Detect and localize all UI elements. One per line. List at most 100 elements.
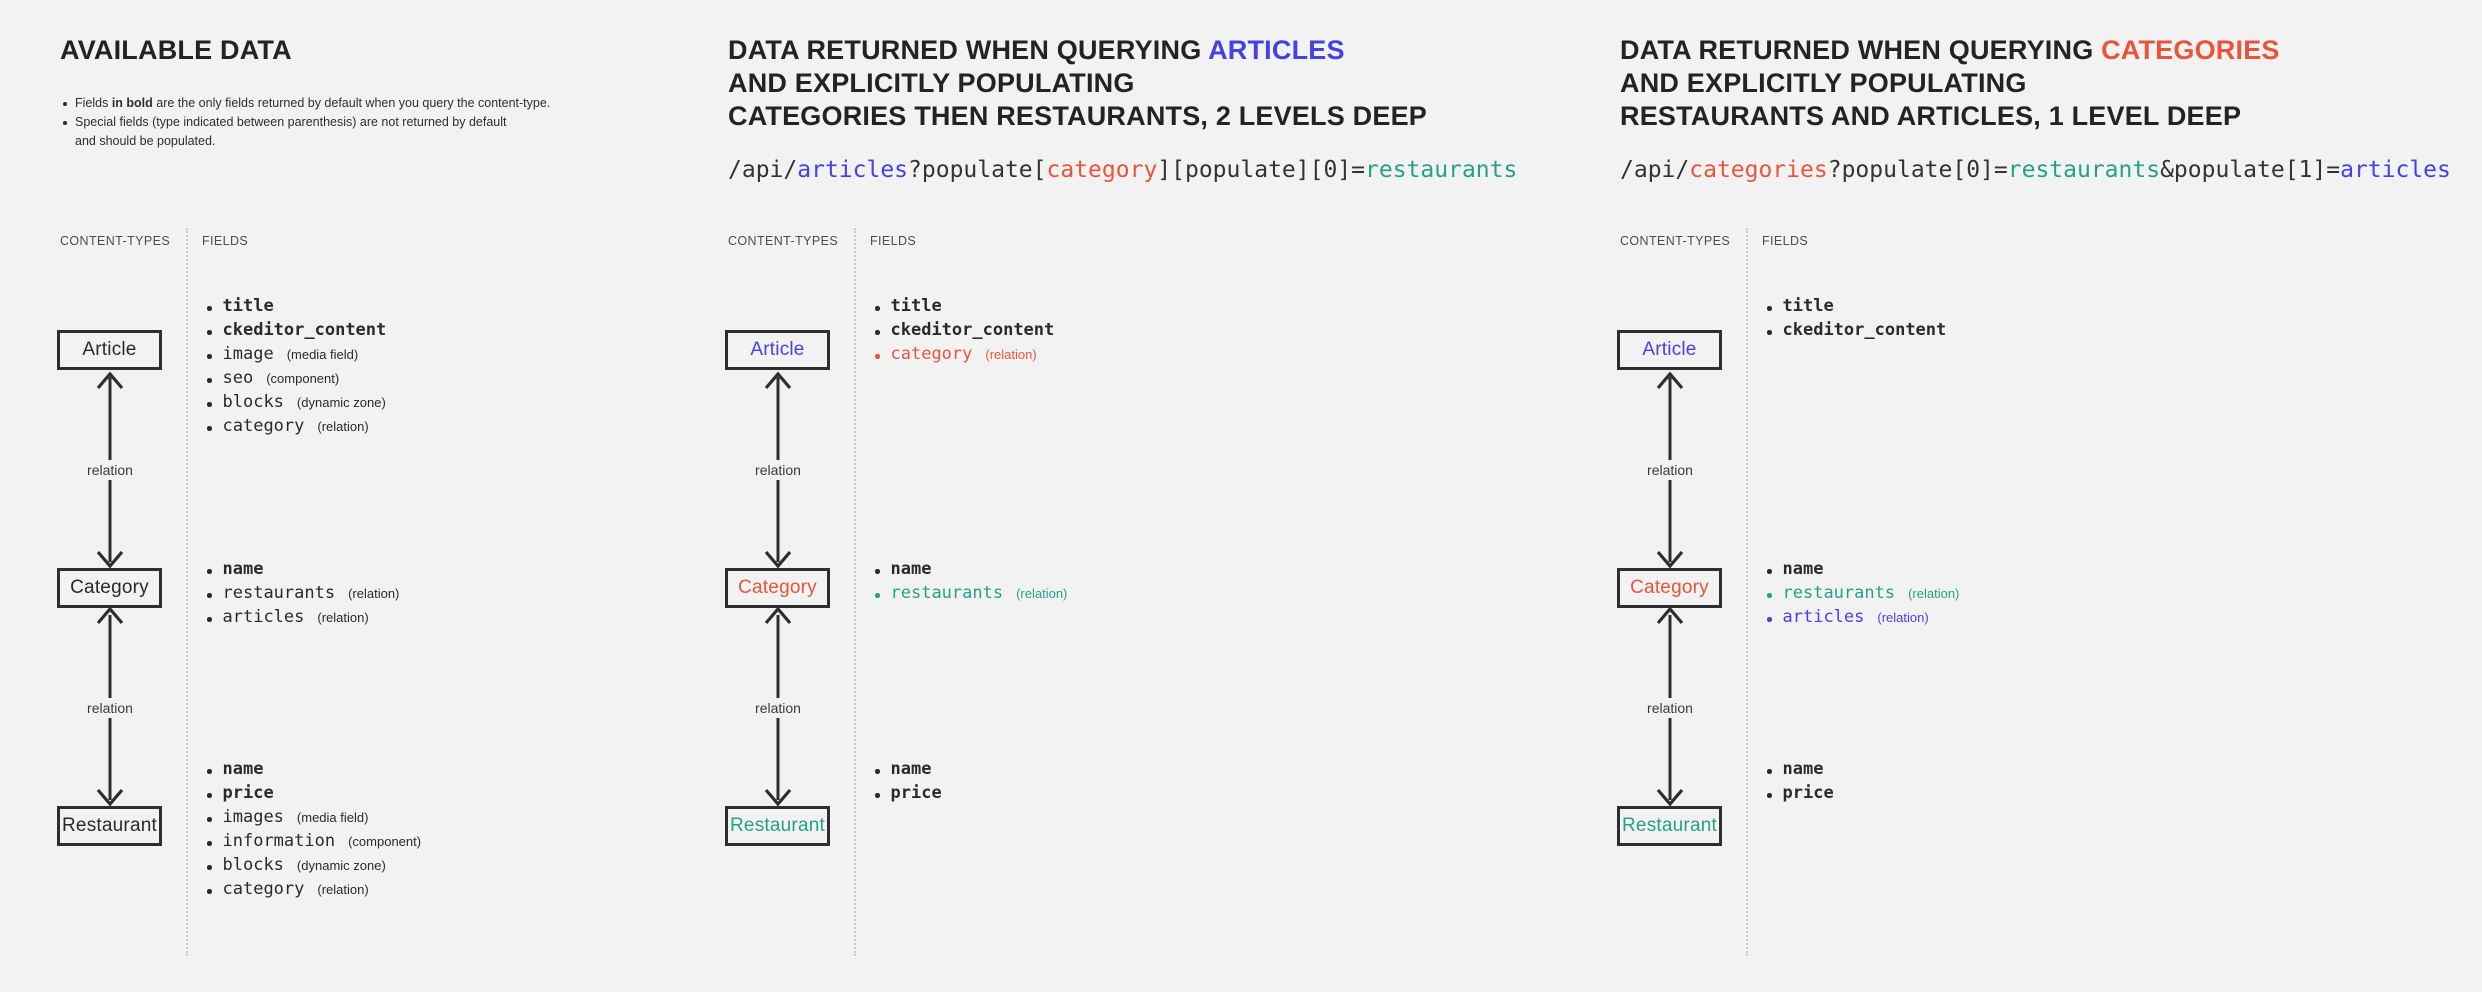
legend-note-text: Fields <box>75 96 112 110</box>
divider-dotted-line <box>186 228 188 956</box>
field-name: restaurants <box>222 583 336 603</box>
field-item: name <box>875 759 942 783</box>
bullet-icon <box>63 121 67 125</box>
field-name: ckeditor_content <box>1782 320 1947 340</box>
query-url-segment: ?populate[0]= <box>1827 157 2008 183</box>
field-item: category (relation) <box>875 344 1054 368</box>
content-type-box-category: Category <box>725 568 830 608</box>
content-type-box-category: Category <box>57 568 162 608</box>
bullet-icon <box>875 793 880 798</box>
query-url: /api/categories?populate[0]=restaurants&… <box>1620 155 2451 185</box>
field-type-annotation: (component) <box>348 834 422 849</box>
relation-arrow-segment <box>764 371 792 390</box>
field-item: articles(relation) <box>207 607 399 631</box>
relation-label: relation <box>82 698 138 718</box>
field-type-annotation: (component) <box>266 371 340 386</box>
relation-arrow-segment <box>1656 606 1684 625</box>
query-url: /api/articles?populate[category][populat… <box>728 155 1517 185</box>
field-name: restaurants <box>1782 583 1896 603</box>
field-name: image <box>222 344 274 364</box>
bullet-icon <box>1767 617 1772 622</box>
field-name: name <box>222 759 264 779</box>
field-name: price <box>222 783 274 803</box>
query-url-segment: ?populate[ <box>908 157 1047 183</box>
bullet-icon <box>207 617 212 622</box>
relation-label: relation <box>82 460 138 480</box>
bullet-icon <box>207 402 212 407</box>
fields-label: FIELDS <box>1762 234 1809 248</box>
field-item: title <box>1767 296 1946 320</box>
query-url-segment: /api/ <box>728 157 798 183</box>
field-name: title <box>1782 296 1834 316</box>
bullet-icon <box>207 817 212 822</box>
query-url-segment: ][populate][0]= <box>1157 157 1366 183</box>
query-title-line: AND EXPLICITLY POPULATING <box>1620 67 2280 100</box>
field-name: information <box>222 831 336 851</box>
bullet-icon <box>1767 793 1772 798</box>
field-name: blocks <box>222 855 284 875</box>
legend-note-text: are the only fields returned by default … <box>152 96 551 110</box>
query-url-segment: articles <box>2340 157 2451 183</box>
query-url-segment: /api/ <box>1620 157 1690 183</box>
relation-arrow-segment <box>96 788 124 807</box>
field-item: name <box>1767 759 1834 783</box>
field-item: ckeditor_content <box>1767 320 1946 344</box>
bullet-icon <box>207 889 212 894</box>
content-type-box-category: Category <box>1617 568 1722 608</box>
content-type-box-restaurant: Restaurant <box>725 806 830 846</box>
query-title-line: AND EXPLICITLY POPULATING <box>728 67 1427 100</box>
field-item: articles(relation) <box>1767 607 1959 631</box>
field-item: name <box>207 559 399 583</box>
field-type-annotation: (relation) <box>985 347 1037 362</box>
content-types-label: CONTENT-TYPES <box>60 234 171 248</box>
legend-note-text: Special fields (type indicated between p… <box>75 115 507 129</box>
field-item: price <box>875 783 942 807</box>
legend-note-line: and should be populated. <box>75 132 550 151</box>
relation-label: relation <box>1642 698 1698 718</box>
bullet-icon <box>1767 569 1772 574</box>
field-type-annotation: (media field) <box>296 810 369 825</box>
relation-label: relation <box>1642 460 1698 480</box>
relation-arrow-segment <box>1656 371 1684 390</box>
relation-arrow-segment <box>96 550 124 569</box>
relation-arrow-segment <box>764 788 792 807</box>
query-url-segment: restaurants <box>2007 157 2161 183</box>
bullet-icon <box>875 330 880 335</box>
bullet-icon <box>1767 306 1772 311</box>
field-type-annotation: (relation) <box>317 882 369 897</box>
fields-group-category: name restaurants (relation) articles(relati… <box>1767 559 1959 631</box>
bullet-icon <box>1767 593 1772 598</box>
field-item: restaurants (relation) <box>1767 583 1959 607</box>
field-type-annotation: (relation) <box>1908 586 1960 601</box>
relation-arrow-segment <box>1656 550 1684 569</box>
field-type-annotation: (relation) <box>1016 586 1068 601</box>
field-name: seo <box>222 368 254 388</box>
query-title-text: AND EXPLICITLY POPULATING <box>728 68 1135 98</box>
bullet-icon <box>207 426 212 431</box>
field-name: name <box>1782 559 1824 579</box>
bullet-icon <box>1767 769 1772 774</box>
field-type-annotation: (dynamic zone) <box>296 395 386 410</box>
bullet-icon <box>875 769 880 774</box>
field-name: name <box>222 559 264 579</box>
field-item: image(media field) <box>207 344 386 368</box>
field-item: price <box>207 783 421 807</box>
field-type-annotation: (dynamic zone) <box>296 858 386 873</box>
relation-arrow-segment <box>96 606 124 625</box>
bullet-icon <box>875 593 880 598</box>
content-type-box-article: Article <box>725 330 830 370</box>
relation-label: relation <box>750 698 806 718</box>
divider-dotted-line <box>1746 228 1748 956</box>
bullet-icon <box>875 569 880 574</box>
field-name: category <box>222 416 305 436</box>
bullet-icon <box>1767 330 1772 335</box>
field-name: category <box>890 344 973 364</box>
query-url-segment: articles <box>797 157 909 183</box>
